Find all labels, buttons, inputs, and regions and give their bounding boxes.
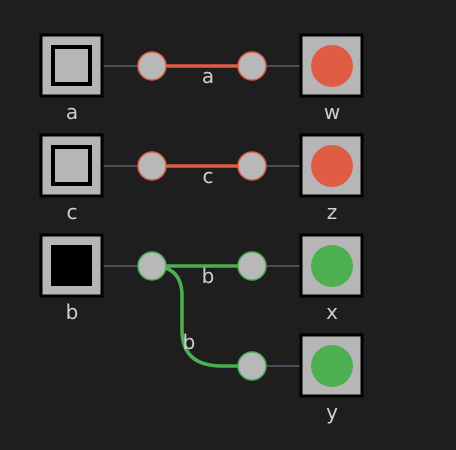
node-c-right[interactable] <box>237 151 267 181</box>
output-label-z: z <box>326 200 338 224</box>
node-y-right[interactable] <box>237 351 267 381</box>
wire-b-to-y[interactable] <box>151 264 252 368</box>
node-b-left[interactable] <box>137 251 167 281</box>
output-label-x: x <box>326 300 338 324</box>
output-label-y: y <box>326 400 338 424</box>
input-switch-c[interactable] <box>39 133 104 198</box>
input-label-a: a <box>65 100 79 124</box>
wire-label-b: b <box>201 264 215 288</box>
wire-label-a: a <box>201 64 215 88</box>
input-label-b: b <box>65 300 79 324</box>
output-lamp-y <box>299 333 364 398</box>
node-c-left[interactable] <box>137 151 167 181</box>
output-lamp-z <box>299 133 364 198</box>
node-a-right[interactable] <box>237 51 267 81</box>
node-a-left[interactable] <box>137 51 167 81</box>
input-label-c: c <box>66 200 78 224</box>
input-switch-b[interactable] <box>39 233 104 298</box>
output-lamp-x <box>299 233 364 298</box>
input-switch-a[interactable] <box>39 33 104 98</box>
output-lamp-w <box>299 33 364 98</box>
wire-label-c: c <box>202 164 214 188</box>
wire-label-b-branch: b <box>182 330 196 354</box>
node-x-right[interactable] <box>237 251 267 281</box>
output-label-w: w <box>323 100 341 124</box>
